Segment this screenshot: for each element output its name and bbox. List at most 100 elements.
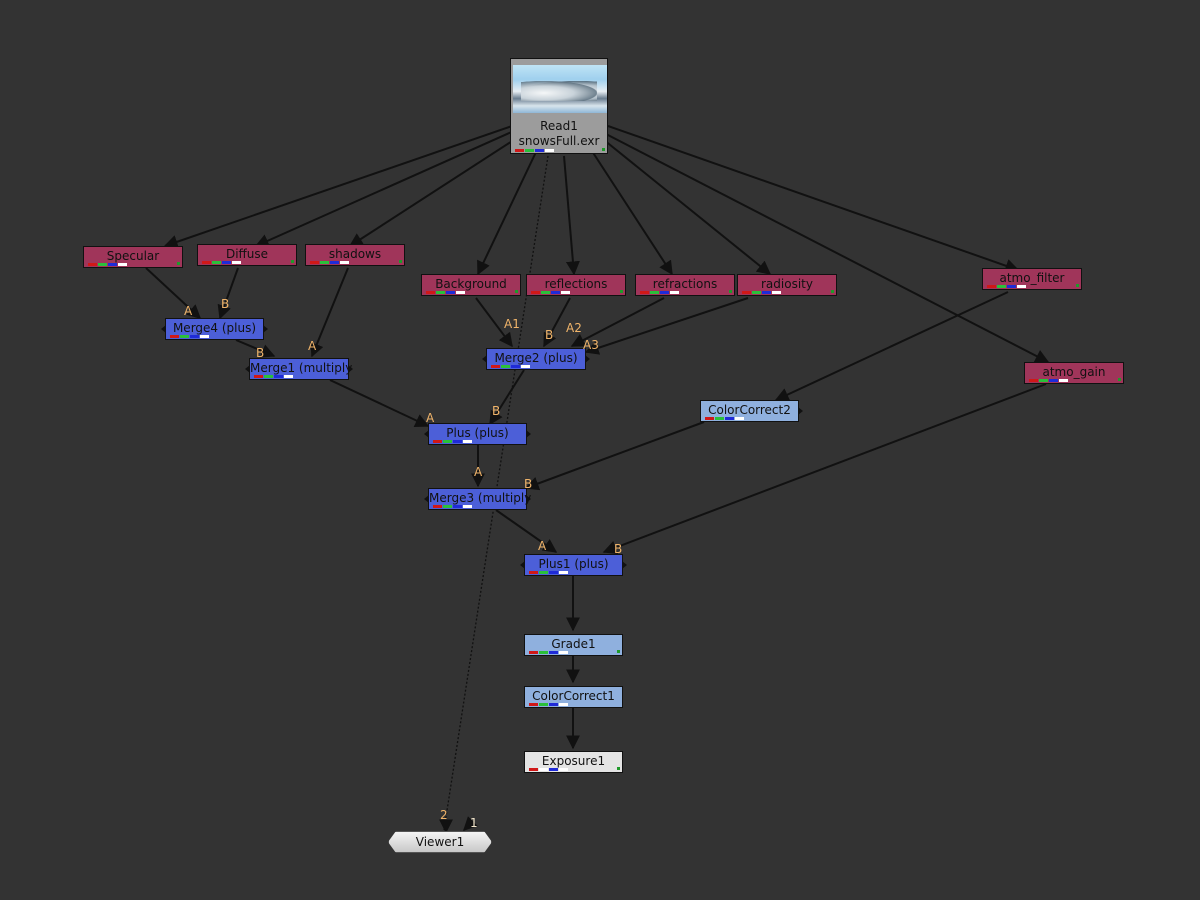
node-atmo-gain[interactable]: atmo_gain <box>1024 362 1124 384</box>
node-label: Grade1 <box>551 637 596 651</box>
wire <box>310 267 349 358</box>
channel-indicator <box>489 365 533 368</box>
input-label: A <box>184 304 193 318</box>
wire <box>603 139 772 275</box>
node-merge4[interactable]: Merge4 (plus) <box>161 318 268 340</box>
mask-indicator <box>617 650 620 653</box>
channel-indicator <box>308 261 352 264</box>
node-label: ColorCorrect2 <box>708 403 791 417</box>
node-label: Merge2 (plus) <box>494 351 578 365</box>
node-exposure1[interactable]: Exposure1 <box>524 751 623 773</box>
input-label: A <box>426 411 435 425</box>
node-specular[interactable]: Specular <box>83 246 183 268</box>
node-label: refractions <box>652 277 718 291</box>
channel-indicator <box>431 440 475 443</box>
node-radiosity[interactable]: radiosity <box>737 274 837 296</box>
wire <box>524 421 705 491</box>
node-label: Plus1 (plus) <box>538 557 609 571</box>
node-label: shadows <box>328 247 382 261</box>
channel-indicator <box>513 149 557 152</box>
wire <box>163 125 513 249</box>
output-arrow <box>622 561 627 569</box>
viewer-node[interactable]: Viewer1 <box>388 831 492 853</box>
wire <box>605 133 1050 363</box>
input-label: A2 <box>566 321 582 335</box>
mask-indicator <box>1118 378 1121 381</box>
mask-indicator <box>617 767 620 770</box>
read-node-label: Read1 snowsFull.exr <box>511 119 607 149</box>
channel-indicator <box>527 651 571 654</box>
input-label: A <box>474 465 483 479</box>
wire <box>235 339 276 358</box>
node-colorcorrect1[interactable]: ColorCorrect1 <box>524 686 623 708</box>
node-label: Background <box>435 277 507 291</box>
input-arrow <box>161 325 166 333</box>
node-label: Merge3 (multiply <box>429 491 532 505</box>
wire <box>570 297 665 347</box>
wire <box>495 509 558 553</box>
mask-indicator <box>602 148 605 151</box>
input-label: B <box>221 297 230 311</box>
input-label: A1 <box>504 317 520 331</box>
node-diffuse[interactable]: Diffuse <box>197 244 297 266</box>
input-arrow <box>424 495 429 503</box>
channel-indicator <box>703 417 747 420</box>
node-label: Merge1 (multiply <box>250 361 353 375</box>
input-arrow <box>424 430 429 438</box>
output-arrow <box>798 407 803 415</box>
mask-indicator <box>831 290 834 293</box>
node-background[interactable]: Background <box>421 274 521 296</box>
mask-indicator <box>729 290 732 293</box>
node-label: atmo_filter <box>999 271 1065 285</box>
wire <box>477 151 537 276</box>
output-arrow <box>585 355 590 363</box>
read-node-file: snowsFull.exr <box>518 134 600 148</box>
input-label: B <box>524 477 533 491</box>
input-label: 1 <box>470 816 478 830</box>
channel-indicator <box>424 291 468 294</box>
wire <box>543 297 571 348</box>
output-arrow <box>526 495 531 503</box>
node-plus[interactable]: Plus (plus) <box>424 423 531 445</box>
node-plus1[interactable]: Plus1 (plus) <box>520 554 627 576</box>
input-label: A <box>308 339 317 353</box>
node-grade1[interactable]: Grade1 <box>524 634 623 656</box>
wire <box>348 135 521 247</box>
mask-indicator <box>399 260 402 263</box>
input-label: 2 <box>440 808 448 822</box>
channel-indicator <box>200 261 244 264</box>
node-label: Exposure1 <box>541 754 606 768</box>
node-label: atmo_gain <box>1042 365 1106 379</box>
node-merge2[interactable]: Merge2 (plus) <box>482 348 590 370</box>
wire <box>329 379 430 427</box>
input-label: B <box>545 328 554 342</box>
node-merge3[interactable]: Merge3 (multiply <box>424 488 532 510</box>
channel-indicator <box>527 571 571 574</box>
channel-indicator <box>1027 379 1071 382</box>
node-reflections[interactable]: reflections <box>526 274 626 296</box>
channel-indicator <box>168 335 212 338</box>
channel-indicator <box>638 291 682 294</box>
wire <box>602 383 1047 555</box>
mask-indicator <box>620 290 623 293</box>
wire <box>254 129 517 248</box>
node-atmo-filter[interactable]: atmo_filter <box>982 268 1082 290</box>
input-label: B <box>492 404 501 418</box>
output-arrow <box>526 430 531 438</box>
input-label: A <box>538 539 547 553</box>
node-refractions[interactable]: refractions <box>635 274 735 296</box>
wire <box>774 291 1009 402</box>
input-label: B <box>614 542 623 556</box>
input-arrow <box>245 365 250 373</box>
wire <box>475 297 513 348</box>
node-shadows[interactable]: shadows <box>305 244 405 266</box>
channel-indicator <box>529 291 573 294</box>
node-merge1[interactable]: Merge1 (multiply <box>245 358 353 380</box>
read-node[interactable]: Read1 snowsFull.exr <box>510 58 608 154</box>
wire <box>489 369 525 426</box>
channel-indicator <box>985 285 1029 288</box>
mask-indicator <box>1076 284 1079 287</box>
node-colorcorrect2[interactable]: ColorCorrect2 <box>700 400 803 422</box>
channel-indicator <box>252 375 296 378</box>
